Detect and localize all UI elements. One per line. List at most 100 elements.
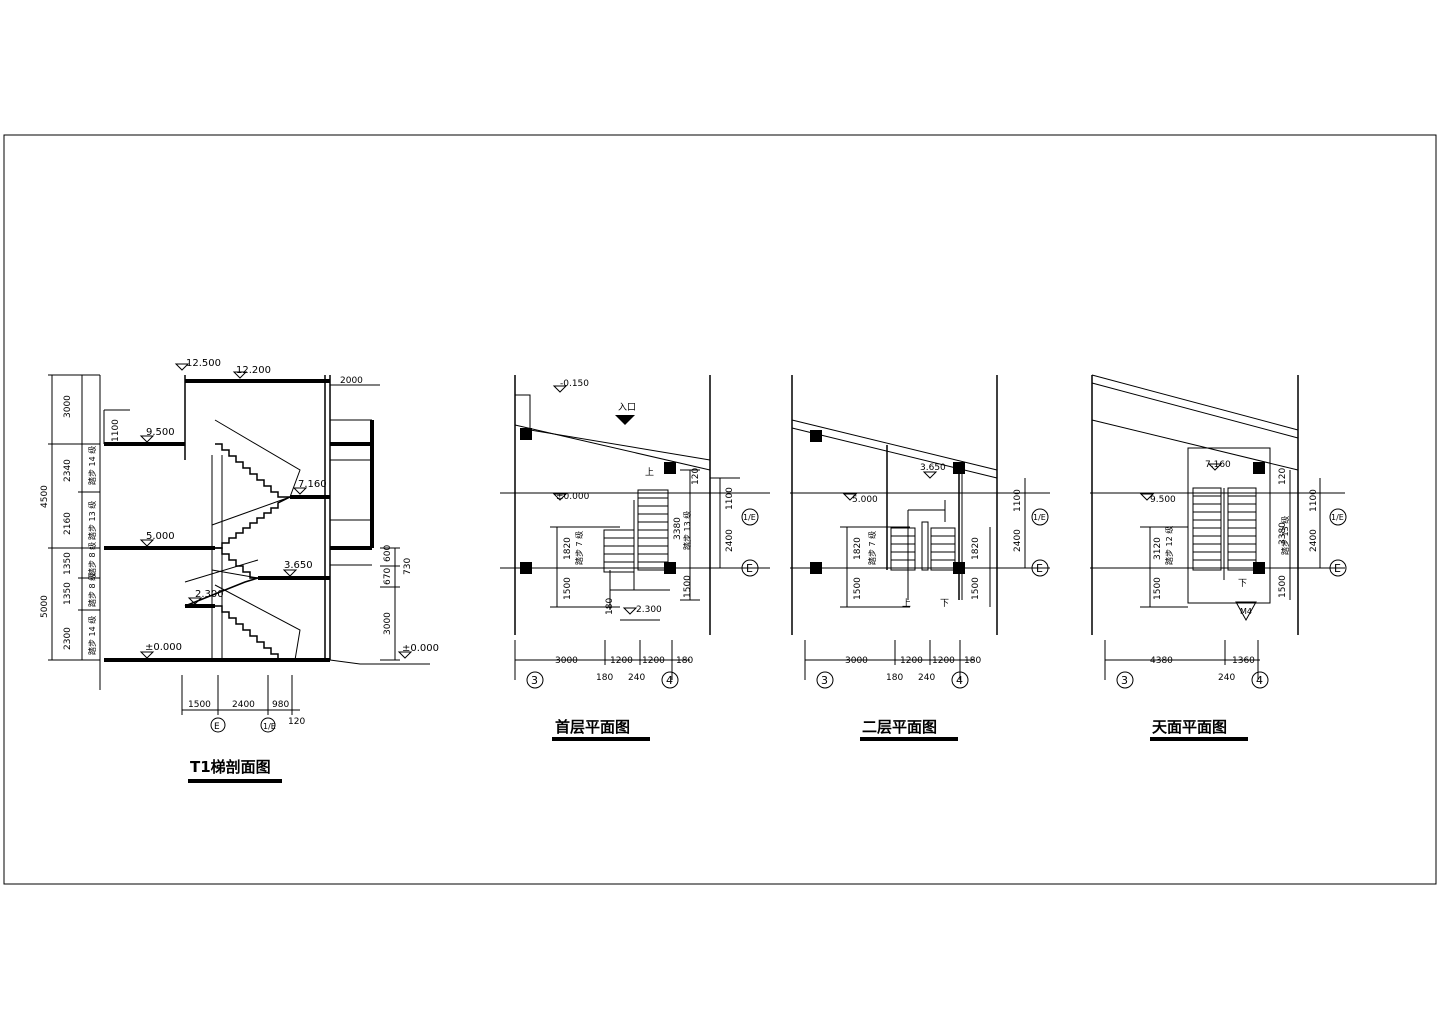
section-dim-120: 120 (288, 717, 305, 727)
plan2-axis-e: E (1036, 562, 1043, 575)
plan3-axis-1e: 1/E (1331, 513, 1344, 522)
plan2-dim-180b: 180 (964, 656, 981, 666)
section-dim-2160: 2160 (63, 512, 73, 535)
section-dim-4500: 4500 (40, 485, 50, 508)
section-level-9500: 9.500 (146, 427, 175, 438)
plan1-axis-e: E (746, 562, 753, 575)
plan2-dim-1820r: 1820 (971, 537, 981, 560)
plan1-title: 首层平面图 (555, 718, 630, 736)
section-dim-1500: 1500 (188, 700, 211, 710)
section-level-3650: 3.650 (284, 560, 313, 571)
plan1-up-label: 上 (645, 467, 654, 478)
plan3-level-9500: 9.500 (1150, 495, 1176, 505)
plan3-axis-e: E (1334, 562, 1341, 575)
plan3-dim-1500r: 1500 (1278, 575, 1288, 598)
plan2-dim-1100: 1100 (1013, 489, 1023, 512)
section-flight-note-5: 踏步 14 级 (87, 616, 97, 655)
plan2-axis-1e: 1/E (1033, 513, 1046, 522)
plan1-dim-240: 240 (628, 673, 645, 683)
plan2-dim-3000: 3000 (845, 656, 868, 666)
plan2-down-label: 下 (940, 599, 949, 609)
plan1-flight-note: 踏步 13 级 (682, 511, 692, 550)
section-level-7160: 7.160 (298, 479, 327, 490)
section-title: T1梯剖面图 (190, 758, 271, 776)
plan1-axis-3: 3 (531, 674, 538, 687)
section-dim-2000: 2000 (340, 376, 363, 386)
plan1-dim-120: 120 (691, 468, 701, 485)
plan1-dim-180b: 180 (676, 656, 693, 666)
plan1-dim-2400: 2400 (725, 529, 735, 552)
plan2-level-5000: 5.000 (852, 495, 878, 505)
sheet-border (3, 134, 1437, 885)
section-dim-3000-right: 3000 (383, 612, 393, 635)
plan1-dim-180c: 180 (596, 673, 613, 683)
section-dim-980: 980 (272, 700, 289, 710)
section-dim-2300: 2300 (63, 627, 73, 650)
plan2-dim-1200b: 1200 (932, 656, 955, 666)
section-dim-1350b: 1350 (63, 582, 73, 605)
plan1-flight-note-2: 踏步 7 级 (574, 531, 584, 565)
plan2-dim-180c: 180 (886, 673, 903, 683)
plan1-dim-1820: 1820 (563, 537, 573, 560)
section-dim-1100: 1100 (111, 419, 121, 442)
plan1-dim-1500r: 1500 (683, 575, 693, 598)
plan3-dim-120: 120 (1278, 468, 1288, 485)
stair-section-drawing (48, 363, 430, 733)
section-level-2300: 2.300 (195, 589, 224, 600)
plan2-axis-4: 4 (956, 674, 963, 687)
plan2-dim-2400: 2400 (1013, 529, 1023, 552)
ground-floor-plan (500, 375, 770, 689)
plan3-dim-1360: 1360 (1232, 656, 1255, 666)
plan1-dim-180: 180 (605, 598, 615, 615)
section-level-0: ±0.000 (145, 642, 182, 653)
plan2-up-label: 上 (902, 598, 911, 609)
plan3-dim-1500: 1500 (1153, 577, 1163, 600)
plan1-dim-1500: 1500 (563, 577, 573, 600)
roof-plan (1090, 374, 1347, 689)
plan3-dim-3120: 3120 (1153, 537, 1163, 560)
plan3-dim-4380: 4380 (1150, 656, 1173, 666)
plan3-down-label: 下 (1238, 579, 1247, 589)
plan1-axis-4: 4 (666, 674, 673, 687)
section-flight-note-3: 踏步 8 级 (87, 542, 97, 576)
plan1-dim-3000: 3000 (555, 656, 578, 666)
plan2-level-3650: 3.650 (920, 463, 946, 473)
section-level-5000: 5.000 (146, 531, 175, 542)
plan2-dim-1500: 1500 (853, 577, 863, 600)
plan3-axis-4: 4 (1256, 674, 1263, 687)
plan2-title: 二层平面图 (862, 718, 937, 736)
section-axis-e: E (214, 722, 220, 732)
axis-bubble-1e (260, 717, 276, 733)
plan2-axis-3: 3 (821, 674, 828, 687)
plan3-door-label: M4 (1240, 607, 1252, 616)
section-level-12200: 12.200 (236, 365, 271, 376)
plan1-dim-1200b: 1200 (642, 656, 665, 666)
section-dim-600: 600 (383, 545, 393, 562)
plan3-dim-3380: 3380 (1278, 522, 1288, 545)
plan3-flight-note: 踏步 12 级 (1164, 526, 1174, 565)
section-dim-1350a: 1350 (63, 552, 73, 575)
plan3-dim-1100: 1100 (1309, 489, 1319, 512)
plan3-flight-note-2: 踏步 13 级 (1280, 516, 1290, 555)
section-dim-670: 670 (383, 568, 393, 585)
plan1-level-minus0150: -0.150 (560, 379, 589, 389)
plan2-dim-1820: 1820 (853, 537, 863, 560)
plan1-dim-1100: 1100 (725, 487, 735, 510)
plan2-dim-240: 240 (918, 673, 935, 683)
section-flight-note-1: 踏步 14 级 (87, 446, 97, 485)
plan1-level-2300: 2.300 (636, 605, 662, 615)
plan3-dim-240: 240 (1218, 673, 1235, 683)
plan1-level-0: ±0.000 (556, 492, 590, 502)
plan3-title: 天面平面图 (1152, 718, 1227, 736)
plan3-dim-2400: 2400 (1309, 529, 1319, 552)
plan1-entrance-label: 入口 (618, 402, 636, 413)
plan1-axis-1e: 1/E (743, 513, 756, 522)
plan1-dim-3380: 3380 (673, 517, 683, 540)
section-axis-1e: 1/E (263, 722, 276, 731)
section-dim-2340: 2340 (63, 459, 73, 482)
section-dim-3000: 3000 (63, 395, 73, 418)
axis-bubble-e (210, 717, 226, 733)
plan3-level-7160: 7.160 (1205, 460, 1231, 470)
section-dim-730: 730 (403, 558, 413, 575)
